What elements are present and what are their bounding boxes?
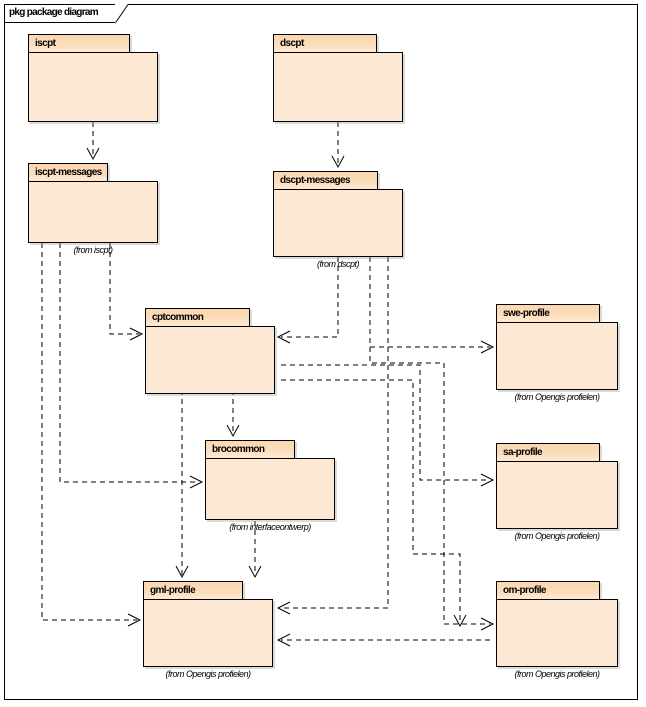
- package-header: iscpt-messages: [28, 163, 108, 182]
- package-body: [205, 458, 335, 520]
- package-cptcommon[interactable]: cptcommon: [145, 308, 305, 398]
- package-body: [273, 189, 403, 257]
- diagram-frame-tab-slant: [115, 4, 129, 24]
- package-source-note: (from dscpt): [316, 259, 360, 269]
- package-name: gml-profile: [150, 585, 196, 596]
- package-source-note: (from iscpt): [73, 245, 114, 255]
- package-source-note: (from Opengis profielen): [514, 392, 600, 402]
- package-header: brocommon: [205, 440, 295, 459]
- package-source-note: (from Opengis profielen): [514, 531, 600, 541]
- package-dscpt-messages[interactable]: dscpt-messages (from dscpt): [273, 171, 433, 269]
- package-om-profile[interactable]: om-profile (from Opengis profielen): [496, 581, 646, 679]
- package-header: dscpt: [273, 34, 377, 53]
- package-header: sa-profile: [496, 443, 600, 462]
- package-header: om-profile: [496, 581, 600, 600]
- diagram-frame-label: pkg package diagram: [9, 7, 99, 18]
- package-body: [273, 52, 403, 122]
- package-gml-profile[interactable]: gml-profile (from Opengis profielen): [143, 581, 303, 679]
- package-body: [143, 599, 273, 667]
- package-header: dscpt-messages: [273, 171, 378, 190]
- package-header: cptcommon: [145, 308, 250, 327]
- diagram-frame: [4, 4, 638, 700]
- package-dscpt[interactable]: dscpt: [273, 34, 433, 126]
- diagram-frame-tab: [4, 4, 116, 23]
- package-swe-profile[interactable]: swe-profile (from Opengis profielen): [496, 304, 646, 402]
- package-name: iscpt: [35, 38, 56, 49]
- package-name: om-profile: [503, 585, 546, 596]
- package-header: swe-profile: [496, 304, 600, 323]
- package-header: iscpt: [28, 34, 130, 53]
- package-body: [28, 52, 158, 122]
- package-body: [496, 322, 618, 390]
- package-name: dscpt-messages: [280, 175, 351, 186]
- package-name: cptcommon: [152, 312, 204, 323]
- package-source-note: (from Opengis profielen): [514, 669, 600, 679]
- package-source-note: (from interfaceontwerp): [229, 522, 311, 532]
- package-body: [496, 461, 618, 529]
- package-iscpt[interactable]: iscpt: [28, 34, 188, 126]
- package-source-note: (from Opengis profielen): [165, 669, 251, 679]
- package-body: [496, 599, 618, 667]
- package-body: [145, 326, 275, 394]
- package-name: iscpt-messages: [35, 167, 102, 178]
- package-body: [28, 181, 158, 243]
- package-sa-profile[interactable]: sa-profile (from Opengis profielen): [496, 443, 646, 541]
- package-header: gml-profile: [143, 581, 243, 600]
- package-name: dscpt: [280, 38, 304, 49]
- package-iscpt-messages[interactable]: iscpt-messages (from iscpt): [28, 163, 188, 255]
- package-name: sa-profile: [503, 447, 543, 458]
- package-brocommon[interactable]: brocommon (from interfaceontwerp): [205, 440, 365, 532]
- package-name: swe-profile: [503, 308, 550, 319]
- package-name: brocommon: [212, 444, 265, 455]
